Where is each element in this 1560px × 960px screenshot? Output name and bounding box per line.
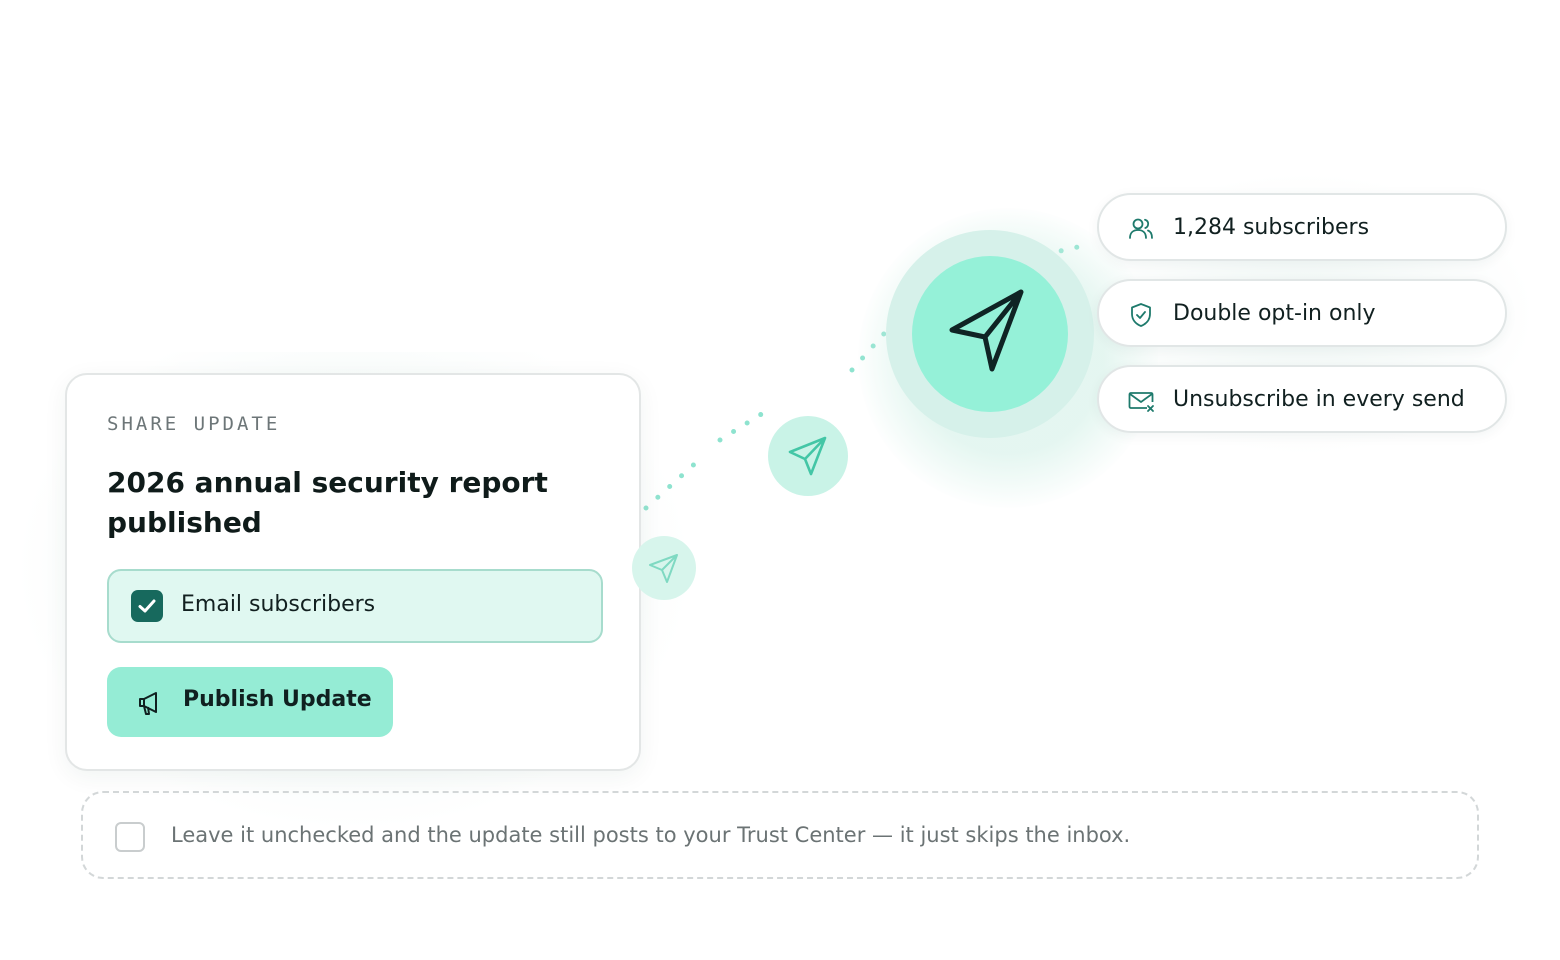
- users-icon: [1129, 218, 1153, 239]
- feature-label: 1,284 subscribers: [1173, 215, 1370, 240]
- mail-x-icon: [1128, 392, 1154, 412]
- feature-pill-double-opt-in: Double opt-in only: [1097, 279, 1507, 347]
- paper-plane-icon: [788, 436, 827, 476]
- feature-pill-unsubscribe: Unsubscribe in every send: [1097, 365, 1507, 433]
- plane-bubble-medium: [768, 416, 848, 496]
- paper-plane-icon: [949, 289, 1024, 372]
- feature-label: Double opt-in only: [1173, 301, 1376, 326]
- email-subscribers-option[interactable]: Email subscribers: [107, 569, 603, 643]
- email-subscribers-label: Email subscribers: [181, 592, 376, 617]
- plane-bubble-small: [632, 536, 696, 600]
- megaphone-icon: [139, 692, 157, 715]
- footnote-text: Leave it unchecked and the update still …: [171, 823, 1131, 847]
- send-hub: [912, 256, 1068, 412]
- share-update-card: SHARE UPDATE 2026 annual security report…: [65, 373, 641, 771]
- publish-update-label: Publish Update: [183, 687, 372, 712]
- check-icon: [138, 599, 156, 613]
- update-title: 2026 annual security report published: [107, 466, 548, 539]
- card-eyebrow: SHARE UPDATE: [107, 413, 281, 435]
- paper-plane-icon: [649, 554, 678, 583]
- feature-label: Unsubscribe in every send: [1173, 387, 1465, 412]
- unchecked-footnote: Leave it unchecked and the update still …: [81, 791, 1479, 879]
- shield-check-icon: [1131, 303, 1151, 327]
- publish-update-button[interactable]: Publish Update: [107, 667, 393, 737]
- email-subscribers-checkbox[interactable]: [131, 590, 163, 622]
- feature-pill-subscribers: 1,284 subscribers: [1097, 193, 1507, 261]
- footnote-checkbox[interactable]: [115, 822, 145, 852]
